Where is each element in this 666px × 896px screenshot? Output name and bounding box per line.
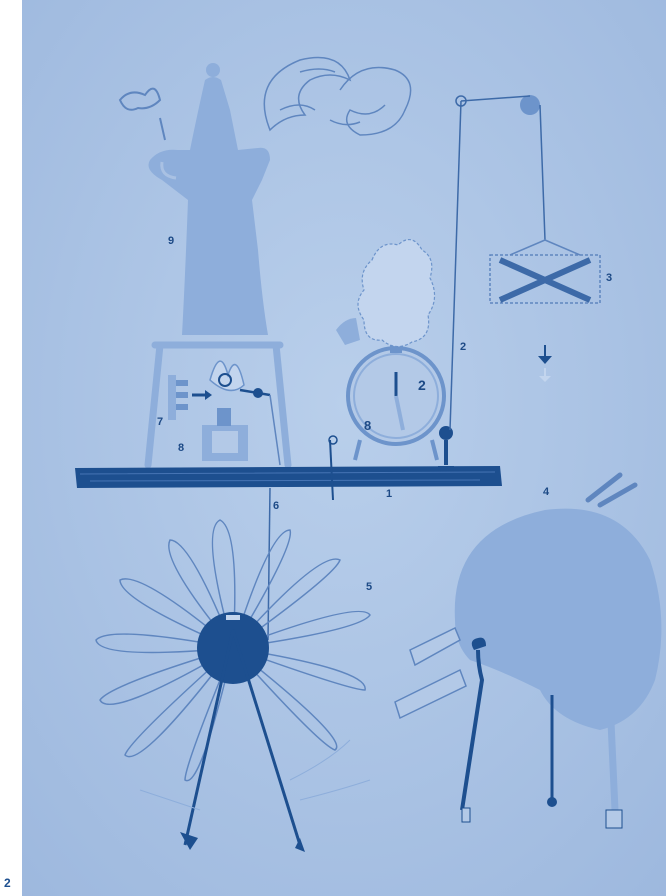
label-3: 3 (606, 272, 612, 284)
label-7: 7 (157, 416, 163, 428)
label-2-clock: 2 (418, 377, 426, 393)
label-1: 1 (386, 488, 392, 500)
page-number: 2 (4, 876, 11, 890)
label-9: 9 (168, 235, 174, 247)
paper-background (22, 0, 666, 896)
label-4: 4 (543, 486, 550, 498)
label-5: 5 (366, 581, 372, 593)
label-2-string: 2 (460, 341, 466, 353)
label-6: 6 (273, 500, 279, 512)
label-8-burner: 8 (178, 442, 184, 454)
label-8-clock: 8 (364, 418, 371, 433)
